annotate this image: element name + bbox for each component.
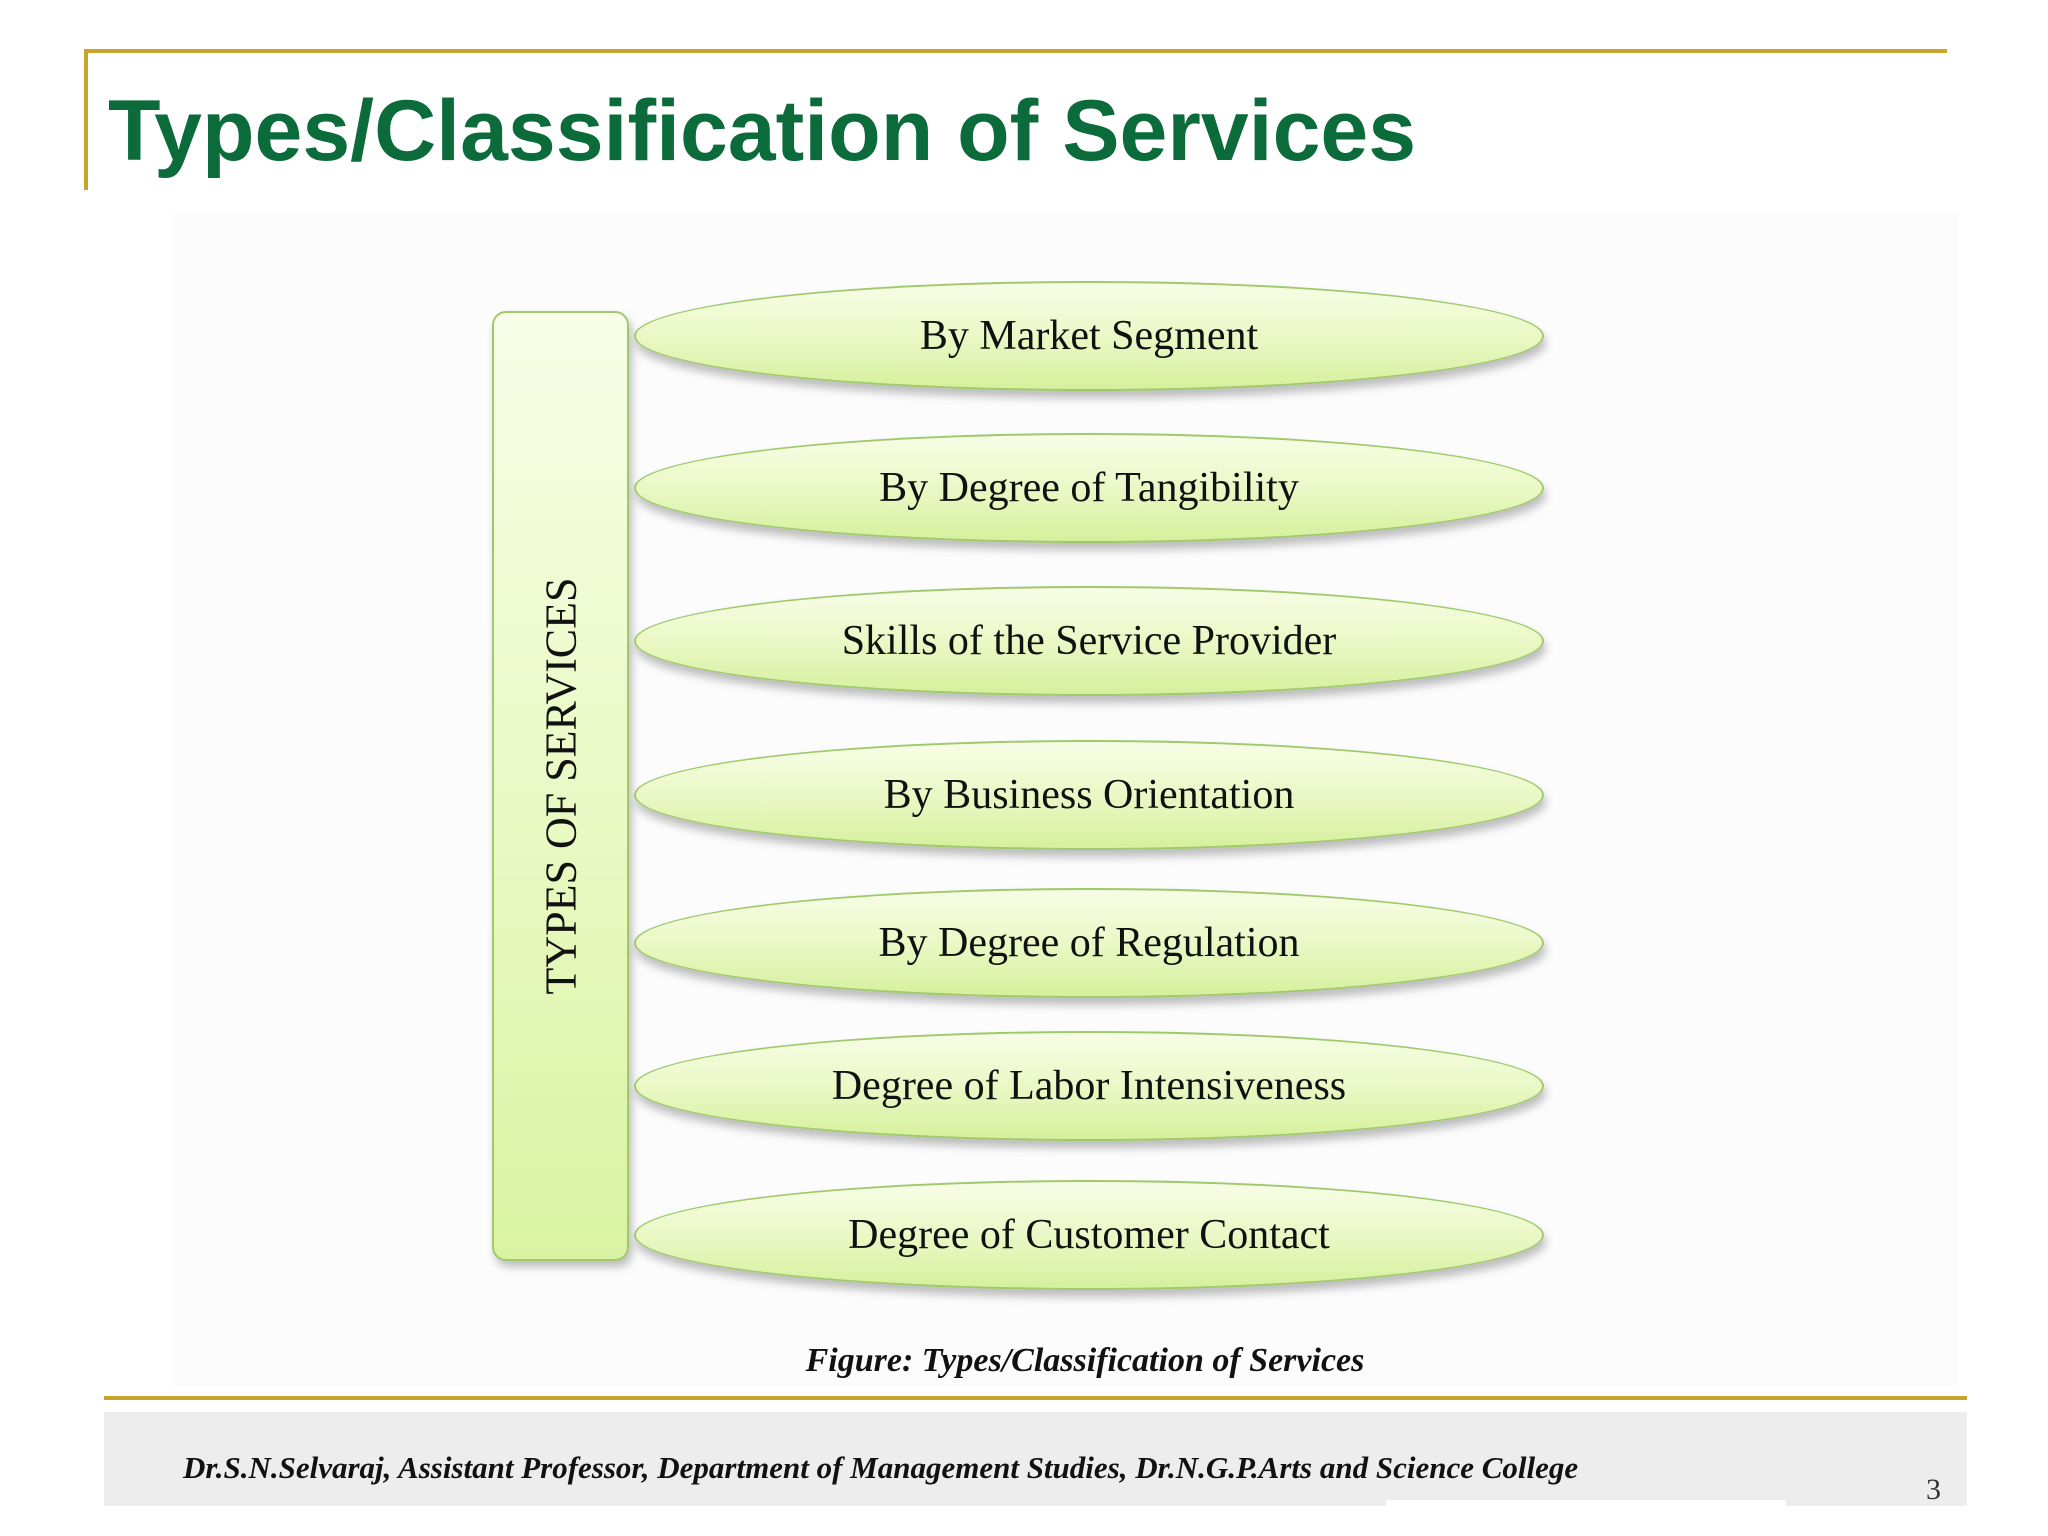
- item-customer-contact: Degree of Customer Contact: [634, 1180, 1544, 1290]
- item-labor-intensiveness: Degree of Labor Intensiveness: [634, 1031, 1544, 1141]
- slide-title: Types/Classification of Services: [108, 83, 1417, 179]
- item-label: By Market Segment: [919, 313, 1259, 359]
- item-business-orientation: By Business Orientation: [634, 740, 1544, 850]
- types-of-services-bar: TYPES OF SERVICES: [492, 311, 629, 1261]
- item-degree-of-regulation: By Degree of Regulation: [634, 888, 1544, 998]
- bottom-rule: [104, 1396, 1967, 1400]
- footer-cutout: [1386, 1500, 1786, 1520]
- item-degree-of-tangibility: By Degree of Tangibility: [634, 433, 1544, 543]
- left-rule: [84, 49, 88, 190]
- footer-text: Dr.S.N.Selvaraj, Assistant Professor, De…: [183, 1450, 1579, 1485]
- item-label: Degree of Customer Contact: [848, 1212, 1330, 1258]
- item-label: By Degree of Tangibility: [879, 465, 1299, 511]
- item-market-segment: By Market Segment: [634, 281, 1544, 391]
- item-label: Degree of Labor Intensiveness: [831, 1063, 1347, 1109]
- footer-panel: [104, 1412, 1967, 1506]
- figure-caption: Figure: Types/Classification of Services: [805, 1342, 1365, 1379]
- item-skills-of-service-provider: Skills of the Service Provider: [634, 586, 1544, 696]
- item-label: By Business Orientation: [883, 772, 1295, 818]
- types-of-services-label: TYPES OF SERVICES: [536, 577, 585, 995]
- item-label: By Degree of Regulation: [878, 920, 1300, 966]
- item-label: Skills of the Service Provider: [841, 618, 1337, 664]
- top-rule: [84, 49, 1947, 53]
- page-number: 3: [1926, 1473, 1941, 1506]
